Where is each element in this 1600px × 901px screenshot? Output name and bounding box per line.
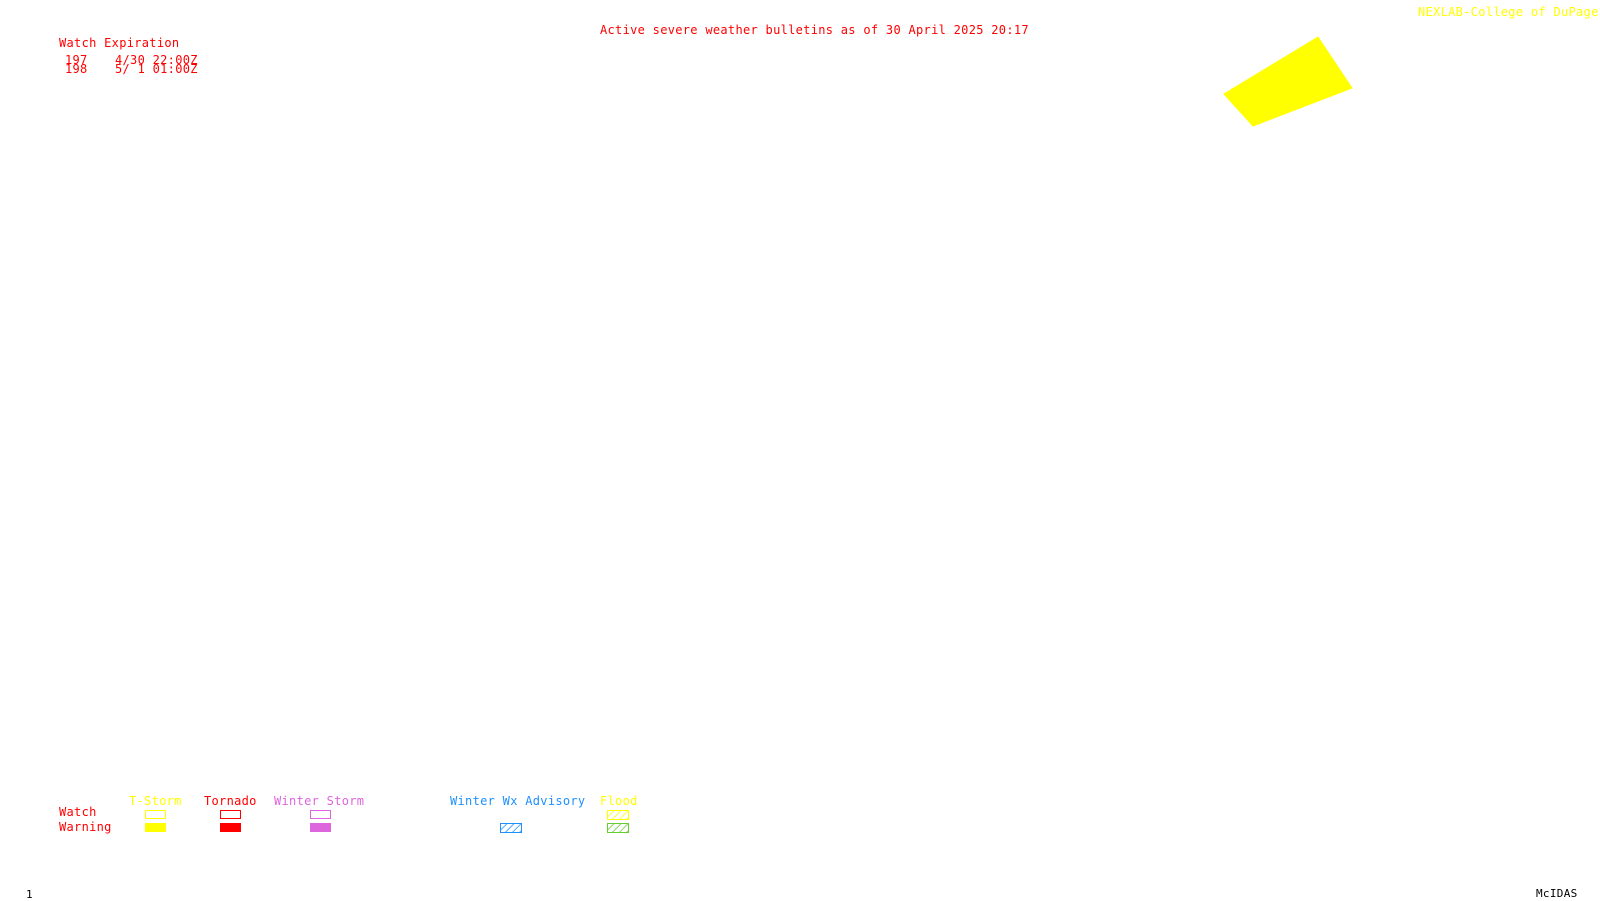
watch-row-id: 197 [65, 53, 88, 67]
watch-row-expiration: 5/ 1 01:00Z [115, 62, 198, 76]
legend-flood-warning-swatch [607, 823, 629, 833]
frame-number: 1 [26, 888, 33, 901]
legend-tstorm-warning-swatch [145, 823, 166, 832]
legend-tornado-warning-swatch [220, 823, 241, 832]
legend-row-label-warning: Warning [59, 820, 112, 834]
watch-row-id: 198 [65, 62, 88, 76]
legend-label-tstorm: T-Storm [129, 794, 182, 808]
legend-row-label-watch: Watch [59, 805, 97, 819]
legend-winter-storm-warning-swatch [310, 823, 331, 832]
legend-tornado-watch-swatch [220, 810, 241, 819]
legend-label-winter-storm: Winter Storm [274, 794, 365, 808]
legend-label-flood: Flood [600, 794, 638, 808]
legend-winter-storm-watch-swatch [310, 810, 331, 819]
legend-winter-wx-advisory-swatch [500, 823, 522, 833]
legend-label-tornado: Tornado [204, 794, 257, 808]
credit-text: NEXLAB-College of DuPage R [1418, 5, 1600, 19]
software-label: McIDAS [1536, 887, 1578, 900]
watch-table-heading: Watch Expiration [59, 36, 180, 50]
legend-tstorm-watch-swatch [145, 810, 166, 819]
legend-label-winter-wx-advisory: Winter Wx Advisory [450, 794, 586, 808]
watch-row-expiration: 4/30 22:00Z [115, 53, 198, 67]
bulletin-title: Active severe weather bulletins as of 30… [600, 23, 1029, 37]
tstorm-warning-polygon [1223, 36, 1353, 127]
legend-flood-watch-swatch [607, 810, 629, 820]
